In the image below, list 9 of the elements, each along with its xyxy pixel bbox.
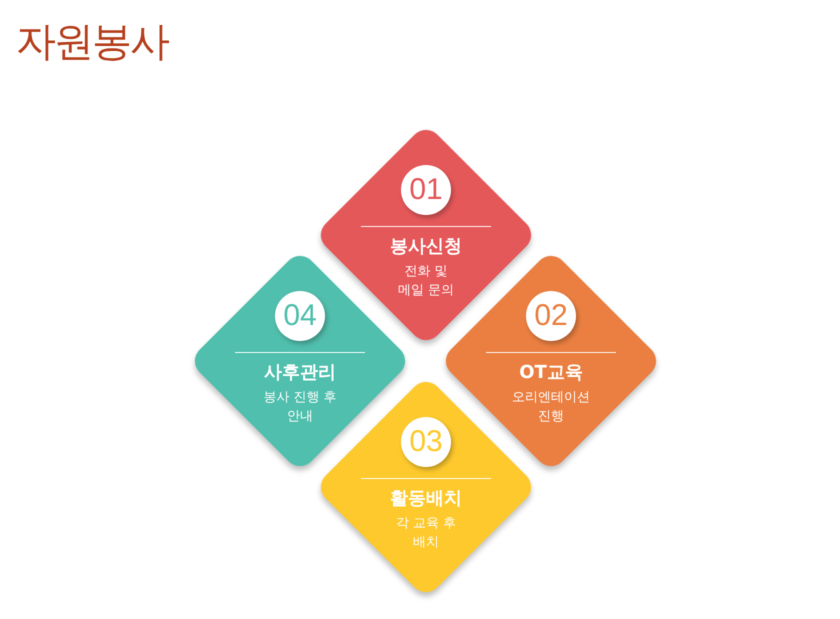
step-description: 전화 및 메일 문의 [396,263,456,300]
step-title: OT교육 [518,361,584,384]
step-title: 사후관리 [263,361,337,384]
step-description: 봉사 진행 후 안내 [262,389,338,426]
step-description: 각 교육 후 배치 [394,515,458,552]
step-description: 오리엔테이션 진행 [511,389,591,426]
step-title: 봉사신청 [389,235,463,258]
step-title: 활동배치 [389,487,463,510]
page-title: 자원봉사 [16,18,168,67]
